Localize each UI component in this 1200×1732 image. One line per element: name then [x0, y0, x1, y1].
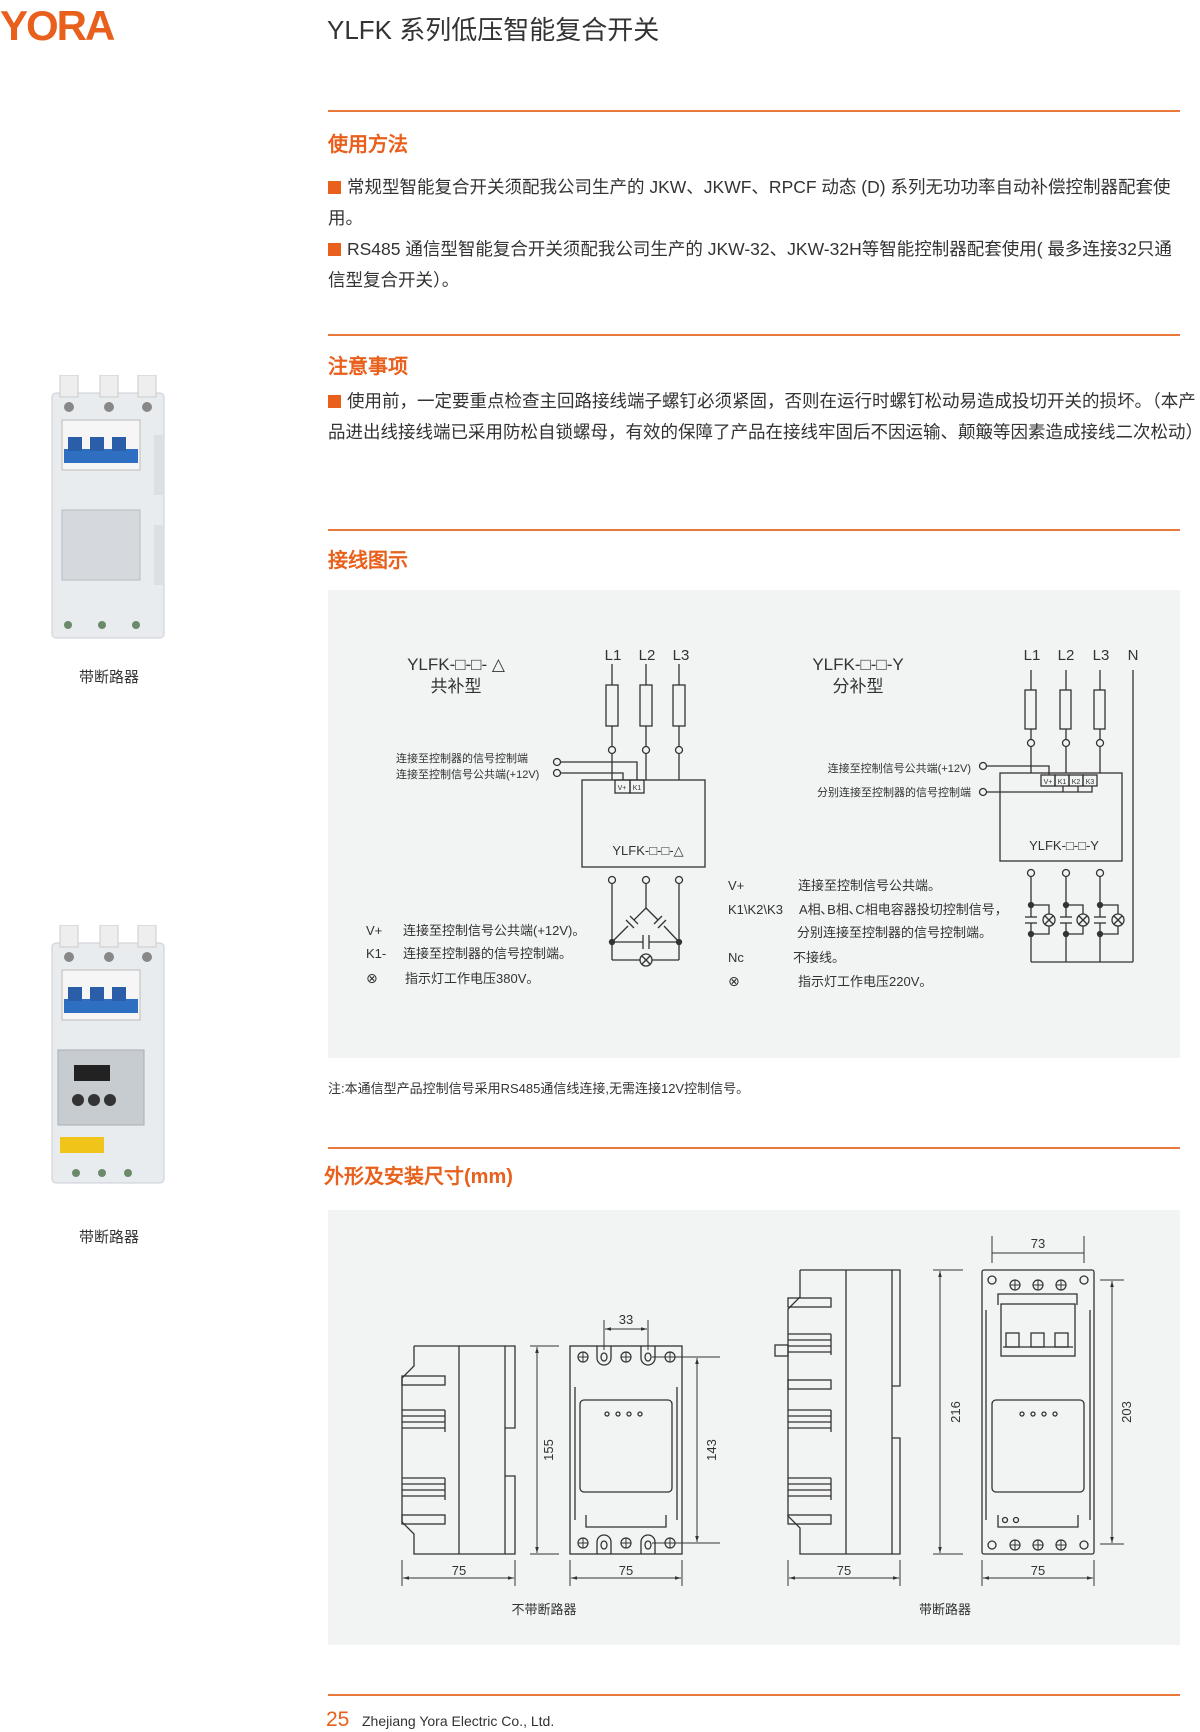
- legend-text: 分别连接至控制器的信号控制端。: [797, 925, 992, 940]
- brand-logo: YORA: [0, 2, 115, 49]
- device-box-label: YLFK-□-□-Y: [1029, 838, 1099, 853]
- bullet-icon: [328, 243, 341, 256]
- page-number: 25: [326, 1708, 350, 1731]
- page-title: YLFK 系列低压智能复合开关: [327, 15, 660, 45]
- delta-model: YLFK-□-□- △: [407, 655, 506, 674]
- terminal-label: K3: [1086, 779, 1095, 786]
- line-label: L2: [639, 647, 656, 664]
- signal-common-label: 连接至控制信号公共端(+12V): [828, 761, 971, 775]
- signal-ctrl-label: 连接至控制器的信号控制端: [396, 751, 528, 765]
- dim-side-width: 75: [452, 1563, 466, 1578]
- fuse-icon: [672, 684, 686, 727]
- lamp-icon: ⊗: [728, 973, 740, 989]
- terminal-label: K1: [633, 785, 642, 792]
- usage-item: 常规型智能复合开关须配我公司生产的 JKW、JKWF、RPCF 动态 (D) 系…: [328, 177, 1171, 228]
- product-photo-1: [51, 375, 165, 639]
- legend-key: K1-: [366, 946, 386, 961]
- dim-mount-height: 203: [1119, 1401, 1134, 1423]
- delta-circuit: [552, 664, 706, 967]
- legend-text: 连接至控制信号公共端(+12V)。: [403, 923, 585, 938]
- phase-branches: [1025, 868, 1133, 963]
- product-photo-2: [51, 925, 165, 1184]
- section-divider: [328, 529, 1180, 531]
- screw-icons: [577, 1279, 1067, 1551]
- usage-text: 常规型智能复合开关须配我公司生产的 JKW、JKWF、RPCF 动态 (D) 系…: [328, 172, 1188, 296]
- wiring-heading: 接线图示: [328, 550, 408, 572]
- legend-text: 指示灯工作电压220V。: [798, 974, 932, 989]
- terminal-label: V+: [618, 785, 627, 792]
- product-caption-1: 带断路器: [78, 669, 139, 686]
- dim-front-width: 75: [1031, 1563, 1045, 1578]
- product-caption-2: 带断路器: [78, 1229, 139, 1246]
- breaker-icon: [1000, 1303, 1076, 1357]
- line-label: L1: [605, 647, 622, 664]
- fuse-icon: [605, 684, 619, 727]
- legend-text: 不接线。: [793, 950, 845, 965]
- company-name: Zhejiang Yora Electric Co., Ltd.: [362, 1713, 555, 1729]
- legend-text: 指示灯工作电压380V。: [405, 971, 539, 986]
- section-divider: [328, 334, 1180, 336]
- terminal-label: V+: [1044, 779, 1053, 786]
- wiring-note: 注:本通信型产品控制信号采用RS485通信线连接,无需连接12V控制信号。: [328, 1081, 750, 1096]
- line-label: L1: [1024, 647, 1041, 664]
- dim-height: 155: [541, 1439, 556, 1461]
- legend-key: V+: [366, 923, 382, 938]
- device-box-label: YLFK-□-□-△: [612, 843, 683, 858]
- dim-height: 216: [948, 1401, 963, 1423]
- terminal-label: K2: [1072, 779, 1081, 786]
- dimensions-heading: 外形及安装尺寸(mm): [324, 1166, 513, 1188]
- fuse-icon: [639, 684, 653, 727]
- line-label: L3: [1093, 647, 1110, 664]
- front-view-with-breaker: [981, 1269, 1095, 1555]
- front-view-without-breaker: [569, 1345, 683, 1555]
- fuse-icon: [1059, 689, 1072, 730]
- legend-key: V+: [728, 878, 744, 893]
- bullet-icon: [328, 181, 341, 194]
- line-label: L2: [1058, 647, 1075, 664]
- caution-item: 使用前，一定要重点检查主回路接线端子螺钉必须紧固，否则在运行时螺钉松动易造成投切…: [328, 391, 1200, 442]
- star-type: 分补型: [833, 677, 884, 696]
- delta-type: 共补型: [431, 677, 482, 696]
- usage-heading: 使用方法: [328, 134, 408, 156]
- legend-key: Nc: [728, 950, 744, 965]
- signal-common-label: 连接至控制信号公共端(+12V): [396, 767, 539, 781]
- caption-with-breaker: 带断路器: [919, 1602, 971, 1617]
- legend-key: K1\K2\K3: [728, 902, 783, 917]
- dim-mount-spacing: 33: [619, 1312, 633, 1327]
- caution-heading: 注意事项: [328, 356, 408, 378]
- legend-text: 连接至控制信号公共端。: [798, 878, 941, 893]
- star-model: YLFK-□-□-Y: [812, 655, 903, 674]
- fuse-icon: [1024, 689, 1037, 730]
- line-label: L3: [673, 647, 690, 664]
- legend-text: 连接至控制器的信号控制端。: [403, 946, 572, 961]
- signal-ctrl-label: 分别连接至控制器的信号控制端: [817, 785, 971, 799]
- footer-divider: [328, 1694, 1180, 1696]
- bullet-icon: [328, 395, 341, 408]
- fuse-icon: [1093, 689, 1106, 730]
- dim-side-width: 75: [837, 1563, 851, 1578]
- caution-text: 使用前，一定要重点检查主回路接线端子螺钉必须紧固，否则在运行时螺钉松动易造成投切…: [328, 386, 1200, 448]
- lamp-icon: ⊗: [366, 970, 378, 986]
- caption-without-breaker: 不带断路器: [511, 1602, 576, 1617]
- section-divider: [328, 110, 1180, 112]
- section-divider: [328, 1147, 1180, 1149]
- side-view-with-breaker: [774, 1269, 901, 1555]
- terminal-label: K1: [1058, 779, 1067, 786]
- indicator-lamp-icon: [639, 953, 653, 967]
- wiring-diagram-panel: [328, 590, 1180, 1058]
- line-label: N: [1128, 647, 1139, 664]
- usage-item: RS485 通信型智能复合开关须配我公司生产的 JKW-32、JKW-32H等智…: [328, 239, 1172, 290]
- side-view-without-breaker: [401, 1345, 516, 1555]
- legend-text: A相､B相､C相电容器投切控制信号，: [799, 902, 1008, 917]
- star-circuit: [978, 670, 1134, 963]
- dim-front-width: 75: [619, 1563, 633, 1578]
- dim-mount-height: 143: [704, 1439, 719, 1461]
- dim-top-width: 73: [1031, 1236, 1045, 1251]
